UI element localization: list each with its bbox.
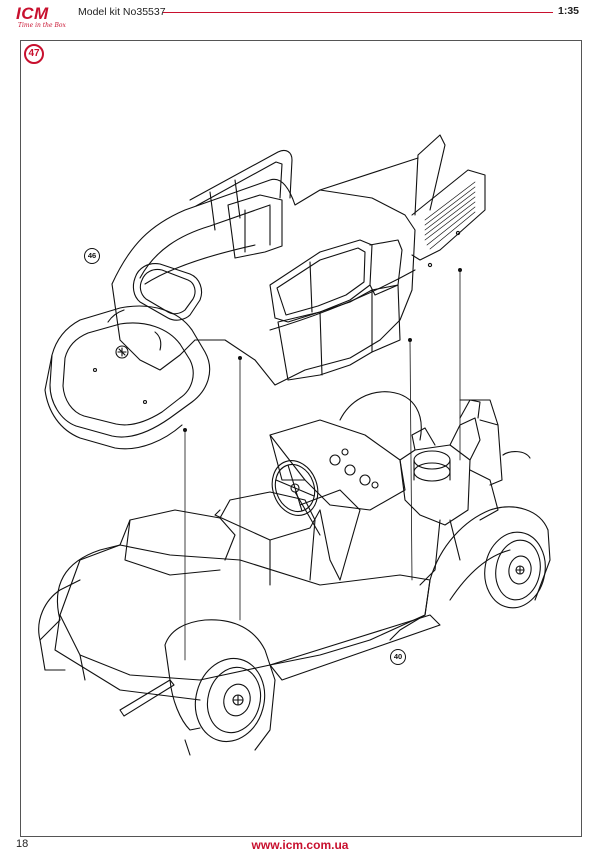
chassis-part — [38, 391, 551, 756]
page-header: ICM Time in the Box Model kit No35537 1:… — [0, 0, 600, 34]
header-rule — [163, 12, 553, 13]
instruction-frame — [20, 40, 582, 837]
logo-tagline: Time in the Box — [18, 22, 66, 29]
website-link[interactable]: www.icm.com.ua — [251, 838, 349, 852]
body-shell-part — [44, 134, 486, 450]
page-number: 18 — [16, 838, 29, 850]
icm-logo: ICM Time in the Box — [14, 4, 70, 32]
step-number-badge: 47 — [24, 44, 44, 64]
logo-text: ICM — [16, 4, 49, 23]
assembly-drawing — [38, 134, 551, 756]
part-callout-46: 46 — [84, 248, 100, 264]
model-kit-label: Model kit No35537 — [78, 6, 166, 18]
scale-label: 1:35 — [558, 5, 580, 17]
part-callout-40: 40 — [390, 649, 406, 665]
alignment-lines — [182, 267, 462, 661]
